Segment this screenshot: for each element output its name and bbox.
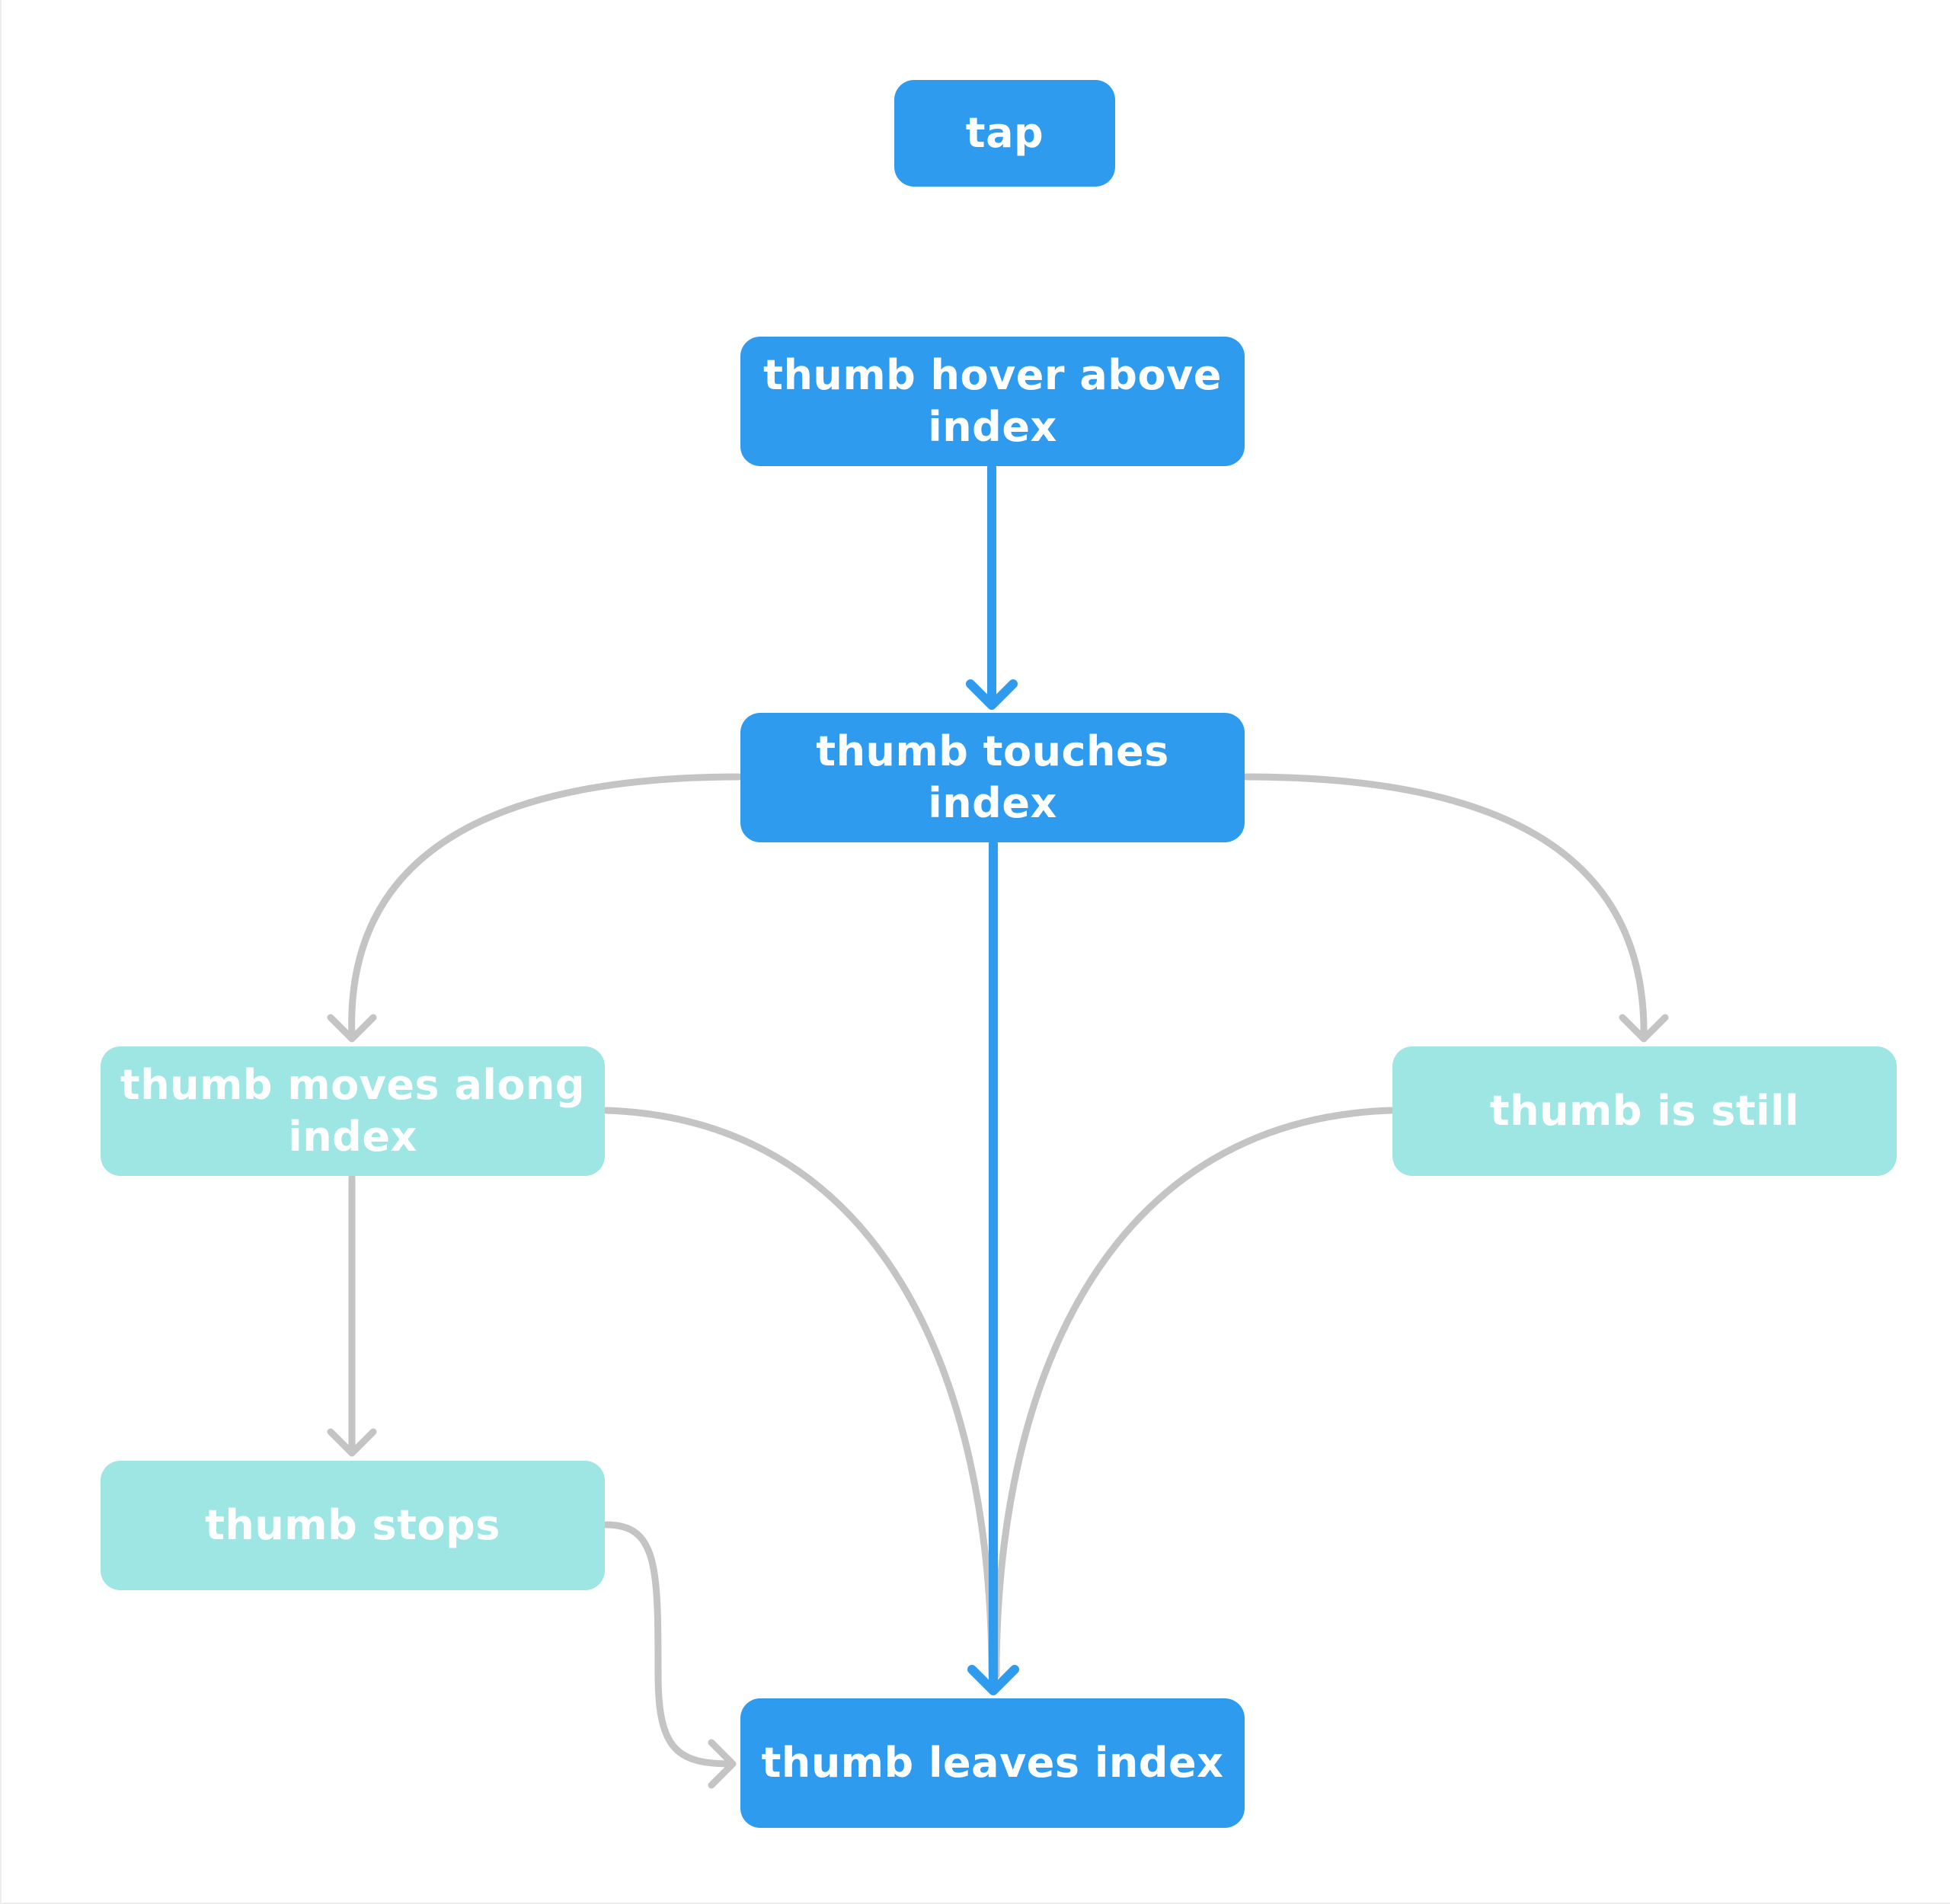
edge-touch-to-moves xyxy=(348,773,743,1041)
edge-still-to-leaves xyxy=(993,1107,1395,1679)
node-thumb-touches: thumb touches index xyxy=(740,713,1245,842)
node-thumb-leaves-label: thumb leaves index xyxy=(761,1739,1224,1787)
node-thumb-still: thumb is still xyxy=(1392,1046,1897,1176)
node-thumb-moves: thumb moves along index xyxy=(101,1046,605,1176)
arrowhead-leaves xyxy=(967,1665,1019,1695)
arrowhead-still xyxy=(1619,1014,1669,1043)
arrowhead-touch xyxy=(966,679,1018,710)
arrowhead-leaves-left xyxy=(708,1739,737,1789)
node-thumb-touches-label: thumb touches index xyxy=(816,727,1169,827)
node-thumb-moves-label: thumb moves along index xyxy=(120,1061,586,1161)
node-thumb-leaves: thumb leaves index xyxy=(740,1698,1245,1828)
node-thumb-stops: thumb stops xyxy=(101,1461,605,1590)
node-thumb-hover-label: thumb hover above index xyxy=(763,351,1222,451)
edge-touch-to-still xyxy=(1242,773,1648,1041)
node-thumb-still-label: thumb is still xyxy=(1489,1087,1800,1135)
node-thumb-stops-label: thumb stops xyxy=(205,1501,500,1549)
arrowhead-stops xyxy=(327,1428,377,1457)
node-tap-label: tap xyxy=(965,109,1044,157)
edge-moves-to-leaves xyxy=(603,1107,996,1679)
node-thumb-hover: thumb hover above index xyxy=(740,337,1245,466)
edge-stops-to-leaves xyxy=(603,1521,735,1768)
node-tap: tap xyxy=(894,80,1115,187)
arrowhead-moves xyxy=(327,1014,377,1043)
